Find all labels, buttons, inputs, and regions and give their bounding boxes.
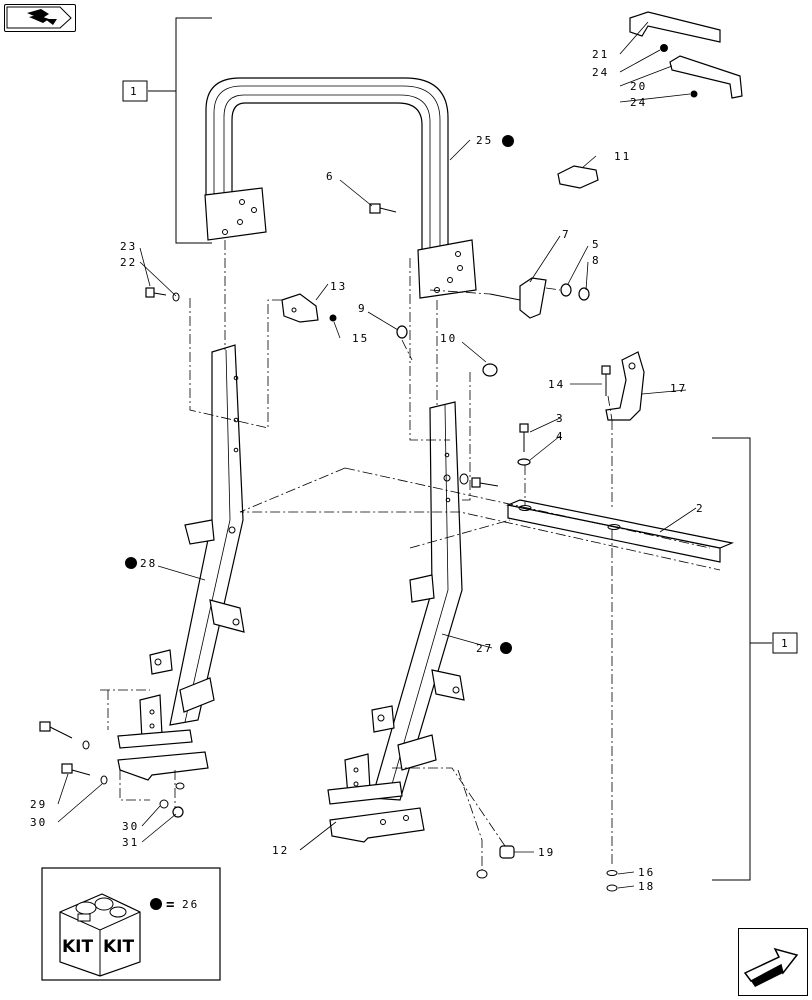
callout-30-left: 30	[30, 816, 47, 829]
book-arrow-icon	[6, 6, 72, 29]
callout-24-top: 24	[592, 66, 609, 79]
assembly-bracket-left	[122, 17, 212, 244]
callout-11: 11	[614, 150, 631, 163]
bracket-17	[605, 351, 645, 421]
callout-2: 2	[696, 502, 705, 515]
callout-9: 9	[358, 302, 367, 315]
callout-29: 29	[30, 798, 47, 811]
callout-31: 31	[122, 836, 139, 849]
left-upright	[117, 344, 245, 781]
callout-14: 14	[548, 378, 565, 391]
callout-7: 7	[562, 228, 571, 241]
callout-19: 19	[538, 846, 555, 859]
callout-28: 28	[140, 557, 157, 570]
callout-15: 15	[352, 332, 369, 345]
bracket-13	[281, 293, 319, 323]
pad-11	[557, 165, 599, 189]
callout-6: 6	[326, 170, 335, 183]
callout-8: 8	[592, 254, 601, 267]
callout-30-right: 30	[122, 820, 139, 833]
callout-4: 4	[556, 430, 565, 443]
assembly-bracket-right	[712, 437, 798, 881]
callout-22: 22	[120, 256, 137, 269]
callout-13: 13	[330, 280, 347, 293]
next-page-button[interactable]	[738, 928, 808, 996]
kit-dot-25	[502, 135, 514, 147]
callout-16: 16	[638, 866, 655, 879]
kit-dot-28	[125, 557, 137, 569]
callout-27: 27	[476, 642, 493, 655]
callout-10: 10	[440, 332, 457, 345]
callout-3: 3	[556, 412, 565, 425]
callout-25: 25	[476, 134, 493, 147]
callout-20: 20	[630, 80, 647, 93]
callout-17: 17	[670, 382, 687, 395]
bracket-21	[629, 11, 721, 43]
callout-21: 21	[592, 48, 609, 61]
kit-legend-number: 26	[182, 898, 199, 911]
kit-label-left: KIT	[62, 937, 93, 957]
callout-1-left: 1	[130, 85, 139, 98]
pin-7	[489, 277, 547, 319]
kit-dot-27	[500, 642, 512, 654]
callout-18: 18	[638, 880, 655, 893]
book-arrow-button[interactable]	[4, 4, 76, 32]
alignment-lines	[100, 240, 721, 870]
callout-5: 5	[592, 238, 601, 251]
leader-lines	[57, 21, 697, 889]
kit-legend-dot	[150, 898, 162, 910]
cross-bar	[505, 499, 735, 563]
kit-legend: KIT KIT = 26	[41, 867, 221, 981]
bracket-20	[669, 55, 743, 99]
kit-label-right: KIT	[103, 937, 134, 957]
roll-bar-hoop	[204, 77, 477, 299]
callout-24-bottom: 24	[630, 96, 647, 109]
callout-23: 23	[120, 240, 137, 253]
callout-1-right: 1	[781, 637, 790, 650]
kit-box-icon: KIT KIT	[59, 893, 141, 977]
lower-bracket	[329, 807, 425, 843]
callout-12: 12	[272, 844, 289, 857]
kit-legend-equals: =	[166, 897, 176, 913]
next-page-arrow-icon	[743, 947, 799, 987]
right-upright	[327, 401, 465, 805]
